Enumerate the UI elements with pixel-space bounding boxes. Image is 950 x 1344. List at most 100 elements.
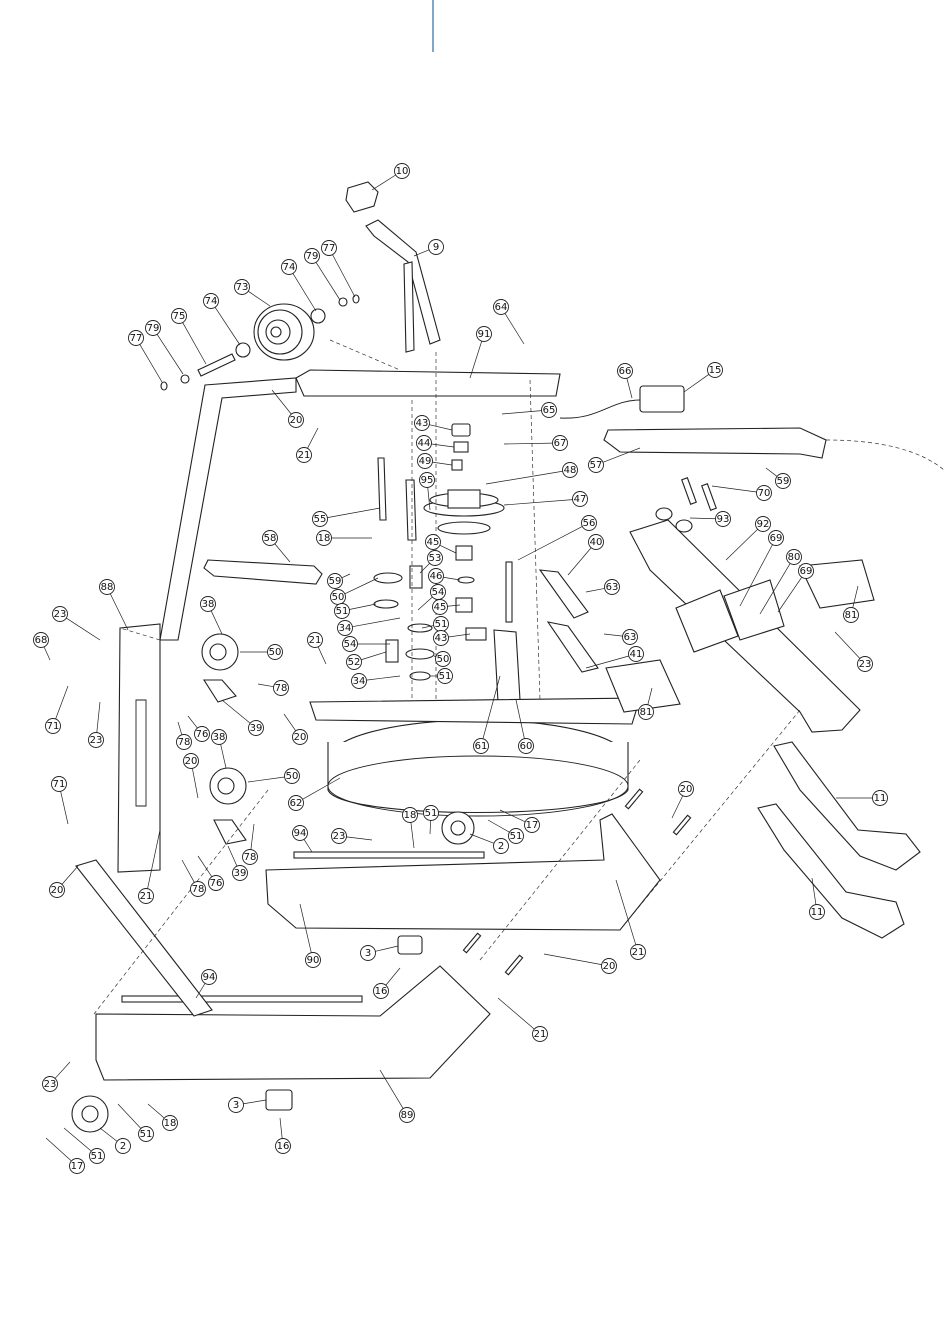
leader-line	[439, 544, 457, 554]
callout-label: 2	[498, 841, 504, 852]
callout-circle	[360, 945, 376, 961]
callout-balloon: 45	[425, 534, 441, 550]
callout-label: 16	[375, 986, 388, 997]
part-roller-38-upper	[201, 633, 239, 671]
callout-balloon: 20	[601, 958, 617, 974]
leader-line	[317, 646, 327, 665]
callout-label: 34	[353, 676, 366, 687]
callout-label: 65	[543, 405, 556, 416]
callout-circle	[399, 1107, 415, 1123]
callout-balloon: 88	[99, 579, 115, 595]
callout-label: 74	[283, 262, 296, 273]
callout-circle	[532, 1026, 548, 1042]
part-clip-77-lower	[160, 381, 168, 391]
callout-circle	[588, 534, 604, 550]
callout-label: 59	[329, 576, 342, 587]
callout-balloon: 23	[52, 606, 68, 622]
callout-balloon: 23	[331, 828, 347, 844]
callout-circle	[843, 607, 859, 623]
callout-balloon: 23	[857, 656, 873, 672]
leader-line	[375, 945, 399, 952]
leader-line	[344, 577, 379, 595]
callout-balloon: 43	[433, 630, 449, 646]
callout-balloon: 71	[45, 718, 61, 734]
callout-balloon: 51	[433, 616, 449, 632]
callout-circle	[707, 362, 723, 378]
leader-line	[447, 604, 461, 607]
callout-balloon: 47	[572, 491, 588, 507]
callout-circle	[786, 549, 802, 565]
leader-line	[482, 675, 501, 739]
part-bushing-43-top	[451, 423, 471, 437]
leader-line	[725, 528, 758, 561]
leader-line	[689, 517, 716, 520]
leader-line	[429, 424, 453, 431]
callout-circle	[588, 457, 604, 473]
callout-balloon: 51	[89, 1148, 105, 1164]
callout-circle	[419, 472, 435, 488]
callout-balloon: 17	[524, 817, 540, 833]
part-washer-46	[457, 576, 475, 584]
callout-circle	[417, 453, 433, 469]
leader-line	[504, 313, 525, 345]
callout-balloon: 49	[417, 453, 433, 469]
callout-circle	[428, 568, 444, 584]
callout-label: 55	[314, 514, 327, 525]
part-control-box	[639, 385, 685, 413]
callout-label: 94	[294, 828, 307, 839]
callout-label: 21	[534, 1029, 547, 1040]
leader-line	[366, 675, 401, 681]
callout-circle	[99, 579, 115, 595]
callout-label: 41	[630, 649, 643, 660]
part-wheel-2-upper	[441, 811, 475, 845]
leader-line	[292, 273, 317, 312]
leader-line	[759, 563, 791, 615]
callout-label: 51	[439, 671, 452, 682]
part-flywheel-housing-62	[327, 719, 629, 817]
callout-circle	[171, 308, 187, 324]
callout-balloon: 59	[775, 473, 791, 489]
callout-circle	[601, 958, 617, 974]
callout-balloon: 58	[262, 530, 278, 546]
callout-label: 74	[205, 296, 218, 307]
callout-balloon: 21	[307, 632, 323, 648]
callout-circle	[262, 530, 278, 546]
part-pin-70-a	[681, 477, 697, 505]
leader-line	[45, 1137, 72, 1162]
part-belt-57	[603, 427, 827, 459]
callout-circle	[267, 644, 283, 660]
callout-balloon: 76	[208, 875, 224, 891]
callout-circle	[49, 882, 65, 898]
callout-circle	[138, 888, 154, 904]
callout-circle	[128, 330, 144, 346]
leader-line	[299, 903, 312, 953]
callout-circle	[248, 720, 264, 736]
part-bracket-40	[538, 569, 589, 619]
callout-label: 38	[202, 599, 215, 610]
part-spacer-44	[453, 441, 469, 453]
callout-label: 76	[196, 729, 209, 740]
part-bracket-39-lower	[213, 819, 247, 845]
part-pin-20-b	[672, 814, 692, 836]
leader-line	[257, 683, 274, 688]
callout-balloon: 69	[768, 530, 784, 546]
callout-label: 71	[53, 779, 66, 790]
callout-balloon: 51	[334, 603, 350, 619]
part-pin-20-c	[462, 932, 482, 954]
leader-line	[250, 823, 255, 850]
leader-line	[220, 744, 227, 769]
callout-label: 46	[430, 571, 443, 582]
callout-balloon: 62	[288, 795, 304, 811]
callout-balloon: 79	[145, 320, 161, 336]
leader-line	[96, 701, 101, 733]
callout-circle	[331, 828, 347, 844]
callout-circle	[176, 734, 192, 750]
callout-balloon: 81	[843, 607, 859, 623]
leader-line	[497, 997, 535, 1030]
leader-line	[60, 791, 69, 825]
callout-circle	[622, 629, 638, 645]
callout-label: 15	[709, 365, 722, 376]
part-strap-58	[203, 559, 323, 585]
callout-label: 45	[427, 537, 440, 548]
